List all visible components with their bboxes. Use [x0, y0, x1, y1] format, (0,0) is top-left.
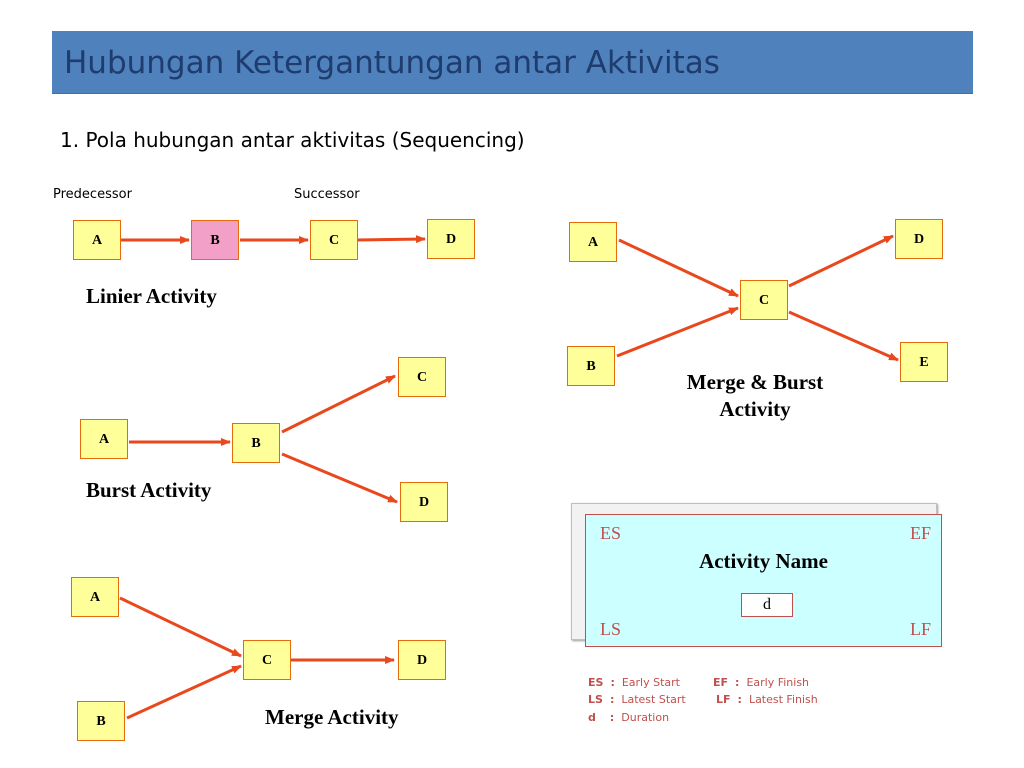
linear-node-b: B: [191, 220, 239, 260]
activity-node-legend: ES EF Activity Name d LS LF: [585, 514, 942, 647]
arrow-mb-c-d: [788, 234, 894, 288]
merge-node-c: C: [243, 640, 291, 680]
arrow-burst-b-c: [281, 374, 396, 434]
key-lf: LF : Latest Finish: [716, 693, 818, 706]
successor-label: Successor: [294, 187, 360, 202]
linear-caption: Linier Activity: [86, 284, 217, 308]
mb-caption-line1: Merge & Burst: [686, 370, 824, 394]
key-es: ES : Early Start: [588, 676, 680, 689]
burst-node-b: B: [232, 423, 280, 463]
mb-caption: Merge & Burst Activity: [655, 370, 855, 422]
legend-lf: LF: [909, 619, 931, 639]
arrow-mb-a-c: [618, 238, 739, 298]
mb-caption-line2: Activity: [719, 397, 791, 421]
merge-caption: Merge Activity: [265, 705, 399, 729]
burst-caption: Burst Activity: [86, 478, 212, 502]
section-subtitle: 1. Pola hubungan antar aktivitas (Sequen…: [60, 128, 525, 152]
mb-node-b: B: [567, 346, 615, 386]
legend-ef: EF: [909, 523, 931, 543]
linear-node-a: A: [73, 220, 121, 260]
mb-node-e: E: [900, 342, 948, 382]
merge-node-d: D: [398, 640, 446, 680]
arrow-mb-c-e: [788, 310, 899, 362]
key-ef: EF : Early Finish: [713, 676, 810, 689]
legend-activity-name: Activity Name: [699, 549, 828, 573]
linear-node-c: C: [310, 220, 358, 260]
predecessor-label: Predecessor: [53, 187, 132, 202]
burst-node-a: A: [80, 419, 128, 459]
page-title: Hubungan Ketergantungan antar Aktivitas: [64, 45, 720, 81]
burst-node-d: D: [400, 482, 448, 522]
arrow-burst-b-d: [281, 452, 398, 504]
merge-node-a: A: [71, 577, 119, 617]
merge-node-b: B: [77, 701, 125, 741]
mb-node-c: C: [740, 280, 788, 320]
linear-node-d: D: [427, 219, 475, 259]
mb-node-a: A: [569, 222, 617, 262]
key-d: d : Duration: [588, 711, 670, 724]
mb-node-d: D: [895, 219, 943, 259]
key-ls: LS : Latest Start: [588, 693, 686, 706]
legend-ls: LS: [600, 619, 622, 639]
legend-es: ES: [600, 523, 622, 543]
arrow-merge-b-c: [126, 664, 242, 720]
arrow-mb-b-c: [616, 306, 739, 358]
arrow-merge-a-c: [119, 596, 242, 658]
arrow-linear-c-d: [357, 235, 426, 244]
legend-duration-box: d: [741, 593, 793, 617]
burst-node-c: C: [398, 357, 446, 397]
title-bar: Hubungan Ketergantungan antar Aktivitas: [52, 31, 973, 94]
